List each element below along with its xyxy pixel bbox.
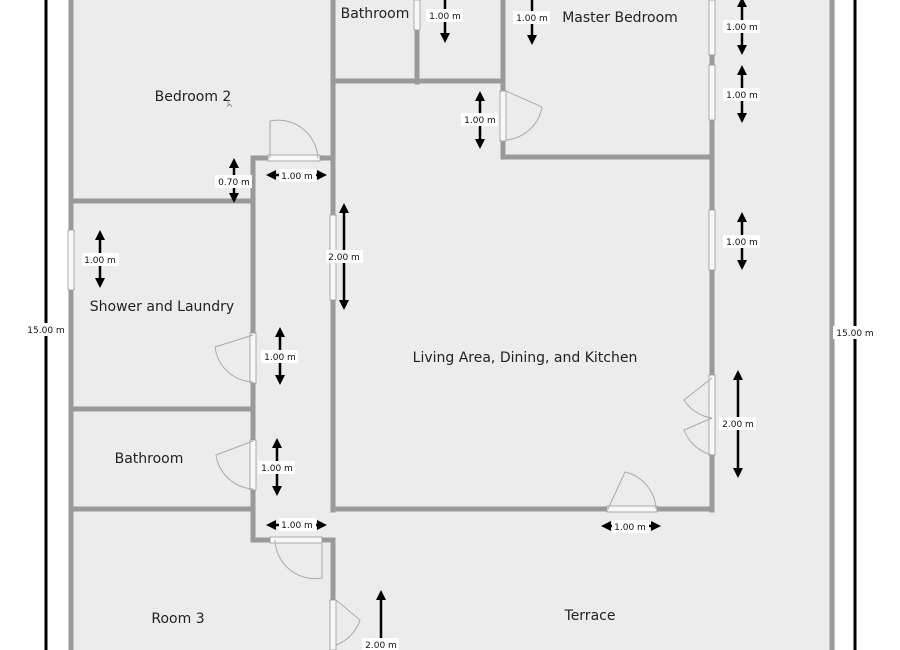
dimension-label: 1.00 m xyxy=(261,464,293,474)
dimension-label: 1.00 m xyxy=(516,14,548,24)
door-swings xyxy=(214,90,713,646)
dimension-label: 0.70 m xyxy=(218,178,250,188)
overall-dimension-left: 15.00 m xyxy=(27,326,64,336)
room-label-bathroom-left: Bathroom xyxy=(115,451,184,467)
cursor-icon xyxy=(227,100,233,108)
dimension-label: 2.00 m xyxy=(328,253,360,263)
dimension-label: 1.00 m xyxy=(281,172,313,182)
dimension-label: 2.00 m xyxy=(365,641,397,650)
room-label-living-dining-kitchen: Living Area, Dining, and Kitchen xyxy=(413,350,638,366)
dimension-label: 1.00 m xyxy=(464,116,496,126)
dimension-label: 1.00 m xyxy=(84,256,116,266)
overall-dimension-right: 15.00 m xyxy=(836,329,873,339)
room-label-bathroom-top: Bathroom xyxy=(341,6,410,22)
dimension-label: 1.00 m xyxy=(726,238,758,248)
dimension-label: 1.00 m xyxy=(429,12,461,22)
dimension-label: 2.00 m xyxy=(722,420,754,430)
room-label-master-bedroom: Master Bedroom xyxy=(562,10,678,26)
room-label-shower-laundry: Shower and Laundry xyxy=(90,299,234,315)
dimension-label: 1.00 m xyxy=(726,91,758,101)
dimension-label-boxes xyxy=(24,9,877,650)
dimension-label: 1.00 m xyxy=(264,353,296,363)
room-label-room-3: Room 3 xyxy=(151,611,204,627)
dimension-label: 1.00 m xyxy=(614,523,646,533)
dimension-label: 1.00 m xyxy=(281,521,313,531)
room-label-bedroom-2: Bedroom 2 xyxy=(155,89,232,105)
room-label-terrace: Terrace xyxy=(564,608,616,624)
floor-areas xyxy=(72,0,832,650)
dimension-label: 1.00 m xyxy=(726,23,758,33)
